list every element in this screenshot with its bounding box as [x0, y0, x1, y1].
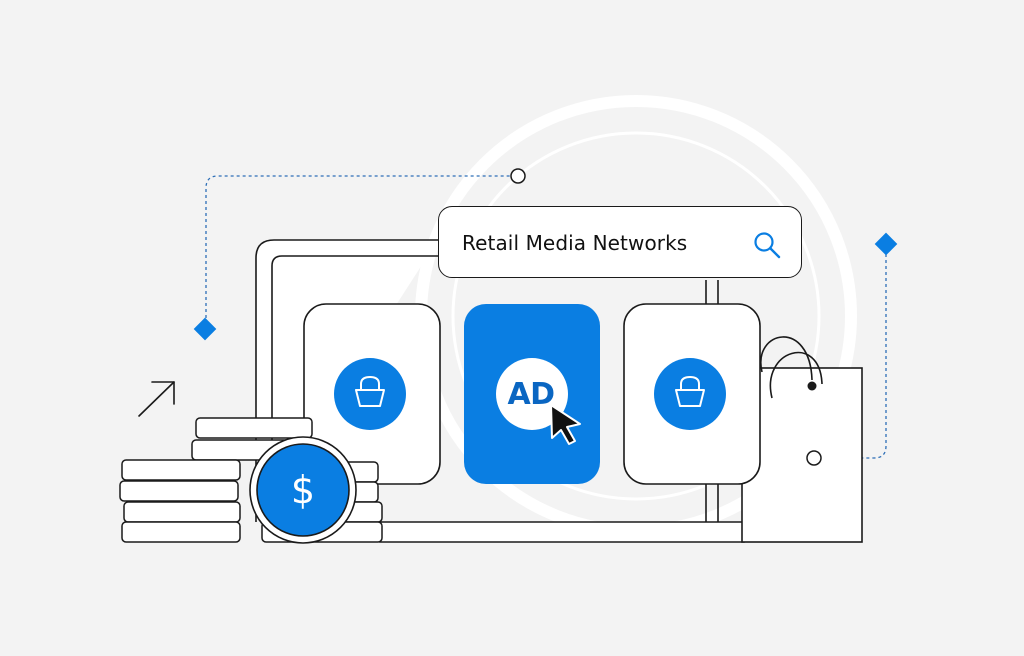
dollar-coin-icon [249, 436, 357, 544]
shopping-basket-icon [675, 376, 705, 407]
search-icon[interactable] [752, 230, 782, 260]
arrow-up-right-icon [138, 381, 175, 417]
product-card-left[interactable] [303, 303, 441, 485]
coin-stack-front [119, 459, 241, 543]
dollar-symbol: $ [290, 468, 316, 512]
laptop-base [379, 521, 745, 543]
search-query-text: Retail Media Networks [462, 231, 688, 255]
shopping-bag-icon [741, 336, 863, 543]
product-card-right[interactable] [623, 303, 761, 485]
dotted-connector-right [822, 254, 887, 459]
dotted-connector-left [205, 175, 510, 318]
shopping-basket-icon [355, 376, 385, 407]
search-bar[interactable]: Retail Media Networks [438, 206, 802, 278]
diamond-icon [193, 317, 217, 341]
ad-label: AD [507, 376, 555, 412]
cursor-arrow-icon [550, 404, 581, 445]
diamond-icon [874, 232, 898, 256]
connector-node [510, 168, 526, 184]
